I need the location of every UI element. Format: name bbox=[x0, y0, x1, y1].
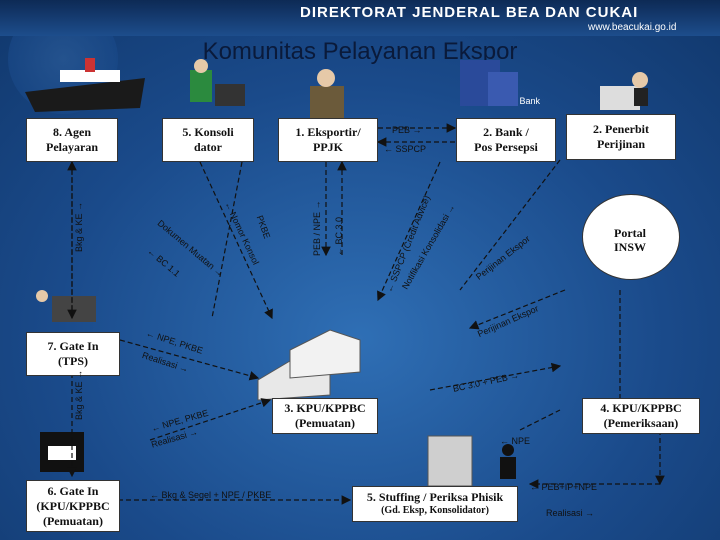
node-agen-pelayaran: 8. Agen Pelayaran bbox=[26, 118, 118, 162]
label-bkg-ke-bottom: Bkg & KE → bbox=[74, 370, 84, 420]
truck-gate-icon bbox=[40, 432, 84, 472]
node-penerbit-perijinan: 2. Penerbit Perijinan bbox=[566, 114, 676, 160]
node-bank: 2. Bank / Pos Persepsi bbox=[456, 118, 556, 162]
office-worker-icon bbox=[600, 72, 648, 110]
label-sspcp: ← SSPCP bbox=[384, 144, 426, 154]
businessman-phone-icon bbox=[310, 69, 344, 122]
customs-building-icon bbox=[258, 330, 360, 400]
label-npe-right: ← NPE bbox=[500, 436, 530, 446]
label-bc30-eksportir: ← BC 3.0 bbox=[334, 217, 344, 256]
node-eksportir: 1. Eksportir/ PPJK bbox=[278, 118, 378, 162]
label-peb: PEB → bbox=[392, 125, 422, 135]
label-realisasi-3: Realisasi → bbox=[546, 508, 594, 518]
portal-insw-label: Portal INSW bbox=[600, 226, 660, 255]
node-kpu-pemuatan: 3. KPU/KPPBC (Pemuatan) bbox=[272, 398, 378, 434]
label-peb-ip-npe: ← PEB+IP+NPE bbox=[530, 482, 597, 492]
stuffing-title: 5. Stuffing / Periksa Phisik bbox=[367, 490, 503, 505]
label-bkg-segel: ← Bkg & Segel + NPE / PKBE bbox=[150, 490, 271, 500]
label-bkg-ke-top: Bkg & KE → bbox=[74, 202, 84, 252]
container-icon bbox=[428, 436, 472, 486]
node-stuffing: 5. Stuffing / Periksa Phisik (Gd. Eksp, … bbox=[352, 486, 518, 522]
node-gate-in-kpu: 6. Gate In (KPU/KPPBC (Pemuatan) bbox=[26, 480, 120, 532]
node-konsolidator: 5. Konsoli dator bbox=[162, 118, 254, 162]
inspector-icon bbox=[500, 444, 516, 479]
worker-at-computer-icon bbox=[190, 59, 245, 106]
ship-icon bbox=[25, 58, 145, 112]
node-gate-in-tps: 7. Gate In (TPS) bbox=[26, 332, 120, 376]
bank-icon-label: Bank bbox=[460, 96, 540, 106]
gate-operator-icon bbox=[36, 290, 96, 322]
label-peb-npe: PEB / NPE → bbox=[312, 200, 322, 256]
node-kpu-pemeriksaan: 4. KPU/KPPBC (Pemeriksaan) bbox=[582, 398, 700, 434]
stuffing-subtitle: (Gd. Eksp, Konsolidator) bbox=[381, 505, 489, 518]
